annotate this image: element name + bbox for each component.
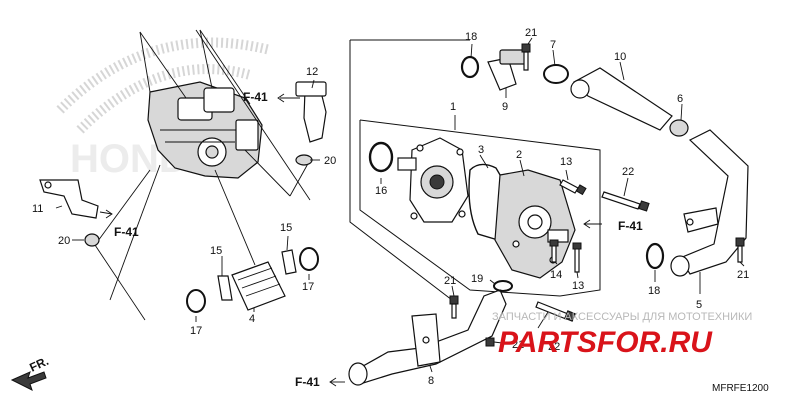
- label-part-15-right: 15: [280, 222, 292, 234]
- ref-arrow-right: [583, 219, 602, 229]
- label-part-22-lower: 22: [548, 341, 560, 353]
- part-6-hose-clamp: [669, 119, 689, 137]
- watermark-logo: PARTSFOR.RU: [498, 326, 713, 359]
- watermark-logo-part3: .RU: [660, 326, 713, 359]
- part-21-bolt-lower: [449, 295, 459, 319]
- part-20-seal-lower: [84, 233, 100, 247]
- label-part-22-upper: 22: [622, 166, 634, 178]
- label-part-3: 3: [478, 144, 484, 156]
- label-part-7: 7: [550, 39, 556, 51]
- ref-label-left: F-41: [114, 225, 139, 239]
- ref-label-top: F-41: [243, 90, 268, 104]
- part-12-elbow-pipe: [277, 81, 327, 143]
- part-11-pipe: [39, 179, 113, 219]
- label-part-11: 11: [32, 203, 43, 215]
- part-number-labels: 1 2 3 4 5 6 7 8 9 10 11 12 13 13 14 15 1…: [32, 27, 749, 387]
- part-7-hose-clamp: [543, 64, 569, 84]
- label-part-8: 8: [428, 375, 434, 387]
- part-18-hose-clamp-lower: [645, 242, 665, 270]
- watermark-tagline: ЗАПЧАСТИ И АКСЕССУАРЫ ДЛЯ МОТОТЕХНИКИ: [492, 311, 752, 323]
- part-18-hose-clamp-upper: [460, 55, 480, 79]
- part-22-bolt-lower: [535, 301, 576, 322]
- part-14-bolt: [549, 239, 559, 263]
- label-part-12: 12: [306, 66, 318, 78]
- label-part-18-lower: 18: [648, 285, 660, 297]
- part-21-bolt-right: [735, 237, 745, 263]
- part-8-inlet-pipe: [329, 289, 507, 387]
- label-part-16: 16: [375, 185, 387, 197]
- label-part-9: 9: [502, 101, 508, 113]
- part-2-pump-cover: [494, 159, 576, 279]
- label-part-21-right: 21: [737, 269, 749, 281]
- label-part-5: 5: [696, 299, 702, 311]
- ref-label-right: F-41: [618, 219, 643, 233]
- part-21-bolt-bottom: [485, 337, 495, 347]
- part-4-connecting-hose: [231, 261, 286, 311]
- watermark-logo-part2: FOR: [597, 326, 661, 359]
- reference-labels: F-41 F-41 F-41 F-41 FR. MFRFE1200: [27, 90, 769, 394]
- part-13-bolt-lower: [572, 242, 582, 273]
- label-part-6: 6: [677, 93, 683, 105]
- label-part-10: 10: [614, 51, 626, 63]
- part-22-bolt-upper: [601, 191, 650, 212]
- part-15-clamp-right: [281, 249, 297, 275]
- label-leader-lines: [55, 37, 745, 373]
- label-part-20-lower: 20: [58, 235, 70, 247]
- label-part-14: 14: [550, 269, 562, 281]
- part-17-o-ring-right: [299, 247, 319, 271]
- front-direction-indicator: [10, 371, 47, 391]
- label-part-1: 1: [450, 101, 456, 113]
- label-part-13-lower: 13: [572, 280, 584, 292]
- part-21-bolt-top: [521, 43, 531, 71]
- part-16-o-ring: [368, 141, 394, 173]
- label-part-21-lower: 21: [444, 275, 456, 287]
- watermark: ЗАПЧАСТИ И АКСЕССУАРЫ ДЛЯ МОТОТЕХНИКИ PA…: [492, 311, 752, 359]
- ref-label-bottom: F-41: [295, 375, 320, 389]
- water-pump-assembly-box: [349, 39, 601, 301]
- engine-silhouette: [147, 81, 263, 179]
- part-20-seal-upper: [295, 154, 313, 166]
- direction-label: FR.: [27, 354, 50, 375]
- part-19-o-ring: [493, 280, 513, 292]
- label-part-21-bottom: 21: [512, 339, 524, 351]
- label-part-13-upper: 13: [560, 156, 572, 168]
- diagram-code: MFRFE1200: [712, 383, 769, 394]
- label-part-17-left: 17: [190, 325, 202, 337]
- label-part-15-left: 15: [210, 245, 222, 257]
- label-part-18-upper: 18: [465, 31, 477, 43]
- part-5-water-pipe: [670, 129, 749, 277]
- watermark-logo-part1: PARTS: [498, 326, 597, 359]
- label-part-17-right: 17: [302, 281, 314, 293]
- label-part-19: 19: [471, 273, 483, 285]
- label-part-4: 4: [249, 313, 255, 325]
- part-1-water-pump: [397, 137, 469, 223]
- label-part-2: 2: [516, 149, 522, 161]
- part-10-radiator-hose: [570, 67, 673, 131]
- label-part-20-upper: 20: [324, 155, 336, 167]
- part-15-clamp-left: [217, 275, 233, 301]
- label-part-21-top: 21: [525, 27, 537, 39]
- part-13-bolt-upper: [559, 179, 587, 196]
- part-17-o-ring-left: [186, 289, 206, 313]
- part-9-joint: [487, 49, 527, 91]
- engine-leader-lines: [94, 29, 311, 321]
